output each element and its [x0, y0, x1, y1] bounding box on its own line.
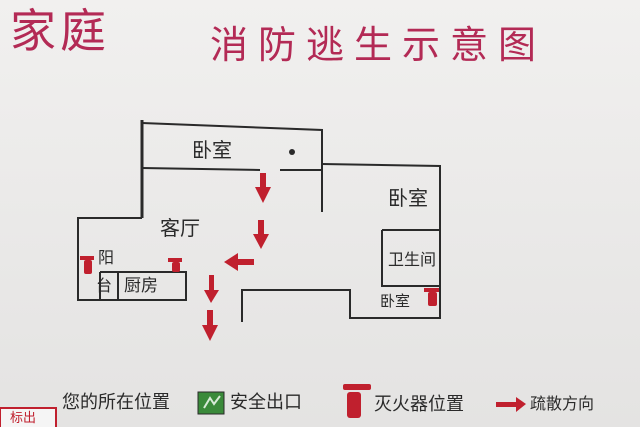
label-bedroom-small: 卧室 [380, 292, 411, 310]
fire-extinguisher-icon [80, 256, 94, 274]
legend-location-label: 您的所在位置 [62, 392, 170, 413]
down-arrow-icon [253, 220, 269, 249]
legend-extinguisher-label: 灭火器位置 [374, 394, 464, 415]
extinguishers [80, 256, 439, 306]
evacuation-arrows [202, 173, 271, 341]
legend-icons [197, 384, 526, 418]
fire-extinguisher-icon [343, 384, 371, 418]
corner-tag-text: 标出 [10, 411, 37, 426]
label-bedroom-top: 卧室 [192, 138, 232, 162]
right-arrow-icon [496, 397, 526, 412]
location-dot-icon [289, 149, 295, 155]
corner-tag-box [0, 407, 57, 427]
title-part1: 家庭 [10, 4, 110, 58]
label-kitchen: 厨房 [124, 276, 158, 296]
label-balcony-2: 台 [96, 276, 113, 295]
title-part2: 消防逃生示意图 [210, 23, 547, 67]
legend-exit-label: 安全出口 [230, 392, 302, 413]
fire-extinguisher-icon [424, 288, 439, 306]
label-bathroom: 卫生间 [388, 250, 437, 269]
down-arrow-icon [202, 310, 218, 341]
floor-plan-walls [77, 120, 441, 322]
down-arrow-icon [255, 173, 271, 203]
exit-sign-icon [197, 391, 225, 415]
down-arrow-icon [204, 275, 219, 303]
label-bedroom-right: 卧室 [388, 186, 428, 210]
legend-evacuation-label: 疏散方向 [530, 394, 595, 413]
label-living-room: 客厅 [160, 216, 200, 240]
fire-extinguisher-icon [168, 258, 182, 272]
left-arrow-icon [224, 253, 254, 271]
label-balcony-1: 阳 [98, 248, 115, 267]
